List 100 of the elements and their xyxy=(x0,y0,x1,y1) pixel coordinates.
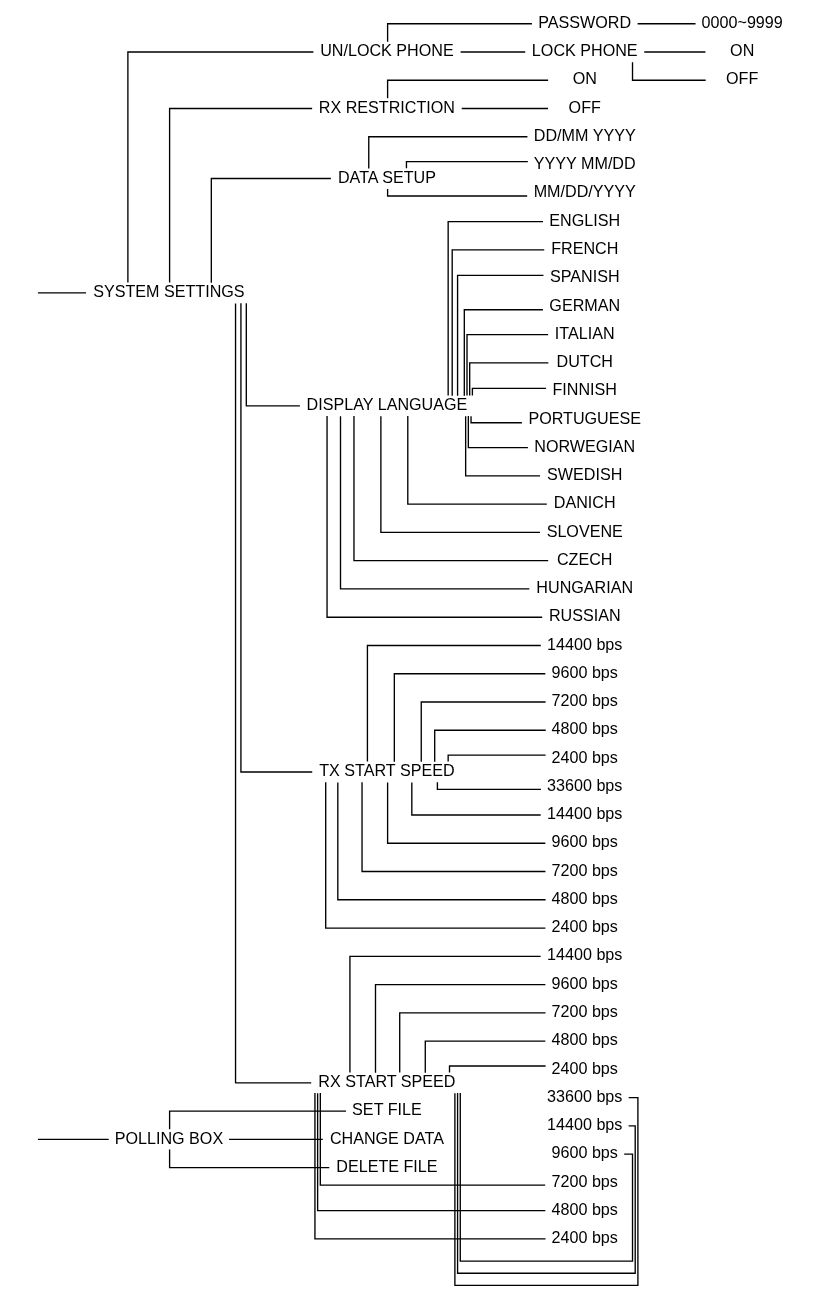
connector xyxy=(336,781,546,901)
connector xyxy=(459,51,526,53)
connector xyxy=(386,23,533,43)
node-text: FRENCH xyxy=(550,239,618,257)
connector xyxy=(643,51,706,53)
node-text: NORWEGIAN xyxy=(533,436,635,455)
connector xyxy=(471,387,547,397)
connector xyxy=(36,1138,109,1140)
node-text: DATA SETUP xyxy=(337,167,436,186)
connector xyxy=(420,701,546,763)
node-text: CZECH xyxy=(556,549,613,568)
node-text: 0000~9999 xyxy=(701,12,783,31)
node-text: HUNGARIAN xyxy=(535,578,633,597)
node-text: 9600 bps xyxy=(551,662,618,681)
connector xyxy=(360,781,546,873)
connector xyxy=(245,302,301,407)
node-text: 7200 bps xyxy=(551,860,618,879)
node-text: ON xyxy=(572,69,597,88)
connector xyxy=(379,415,541,534)
connector xyxy=(227,1138,323,1140)
node-text: 14400 bps xyxy=(546,804,622,823)
connector xyxy=(210,177,332,284)
connector xyxy=(319,1092,546,1186)
node-text: DD/MM YYYY xyxy=(533,125,636,144)
node-text: OFF xyxy=(725,69,758,88)
node-text: ENGLISH xyxy=(548,210,620,229)
connector xyxy=(316,1092,546,1212)
node-text: SLOVENE xyxy=(546,521,623,540)
node-text: DUTCH xyxy=(556,352,613,371)
node-text: 14400 bps xyxy=(546,945,622,964)
connector xyxy=(448,1065,546,1074)
node-text: UN/LOCK PHONE xyxy=(319,41,454,60)
node-text: PORTUGUESE xyxy=(527,408,641,427)
connector xyxy=(463,309,544,397)
connector xyxy=(386,781,546,844)
node-text: SWEDISH xyxy=(546,465,622,484)
node-text: PASSWORD xyxy=(537,12,631,31)
connector xyxy=(447,220,544,397)
node-text: 4800 bps xyxy=(551,1199,618,1218)
connector xyxy=(393,673,546,763)
connector xyxy=(352,415,549,562)
node-text: 2400 bps xyxy=(551,1058,618,1077)
node-text: ON xyxy=(729,41,754,60)
node-text: LOCK PHONE xyxy=(531,41,638,60)
node-text: 9600 bps xyxy=(551,973,618,992)
node-text: 2400 bps xyxy=(551,1228,618,1247)
connector xyxy=(436,781,542,791)
connector xyxy=(239,302,313,773)
node-text: 4800 bps xyxy=(551,888,618,907)
connector xyxy=(386,79,549,99)
node-text: RUSSIAN xyxy=(548,606,621,625)
node-text: 2400 bps xyxy=(551,917,618,936)
node-text: MM/DD/YYYY xyxy=(533,182,636,201)
node-text: GERMAN xyxy=(548,295,620,314)
connector xyxy=(234,302,312,1084)
connector xyxy=(424,1040,546,1074)
node-text: ITALIAN xyxy=(554,323,615,342)
node-text: DELETE FILE xyxy=(335,1156,438,1175)
connector xyxy=(410,781,541,816)
node-text: 14400 bps xyxy=(546,634,622,653)
connector xyxy=(433,729,546,763)
connector xyxy=(405,161,528,169)
node-text: SPANISH xyxy=(549,267,620,286)
node-text: 4800 bps xyxy=(551,1030,618,1049)
node-text: DISPLAY LANGUAGE xyxy=(306,395,467,414)
connector xyxy=(406,415,547,505)
connector xyxy=(468,362,549,397)
connector xyxy=(451,249,545,397)
connector xyxy=(168,107,313,284)
connector xyxy=(366,644,541,763)
connector xyxy=(324,781,546,929)
connector xyxy=(367,136,528,170)
connector xyxy=(469,415,523,424)
connector xyxy=(36,292,87,294)
connector xyxy=(460,107,549,110)
node-text: TX START SPEED xyxy=(318,761,455,780)
connector xyxy=(168,1110,347,1130)
node-text: RX RESTRICTION xyxy=(318,97,455,116)
connector xyxy=(465,333,549,397)
connector xyxy=(456,274,544,397)
node-text: 33600 bps xyxy=(546,775,622,794)
node-text: 7200 bps xyxy=(551,691,618,710)
node-text: FINNISH xyxy=(552,380,617,399)
node-text: 7200 bps xyxy=(551,1171,618,1190)
node-text: POLLING BOX xyxy=(114,1128,223,1147)
node-text: 7200 bps xyxy=(551,1002,618,1020)
node-text: 14400 bps xyxy=(546,1115,622,1134)
node-text: 4800 bps xyxy=(551,719,618,738)
connector xyxy=(398,1012,546,1074)
connector xyxy=(467,415,529,449)
connector xyxy=(447,754,546,763)
connector xyxy=(464,415,541,477)
node-text: 9600 bps xyxy=(551,832,618,851)
node-text: YYYY MM/DD xyxy=(533,154,636,173)
node-text: 2400 bps xyxy=(551,747,618,766)
connector xyxy=(636,23,696,25)
node-text: 9600 bps xyxy=(551,1143,618,1162)
connector xyxy=(348,955,541,1074)
node-text: RX START SPEED xyxy=(317,1071,455,1090)
connector xyxy=(126,51,314,284)
